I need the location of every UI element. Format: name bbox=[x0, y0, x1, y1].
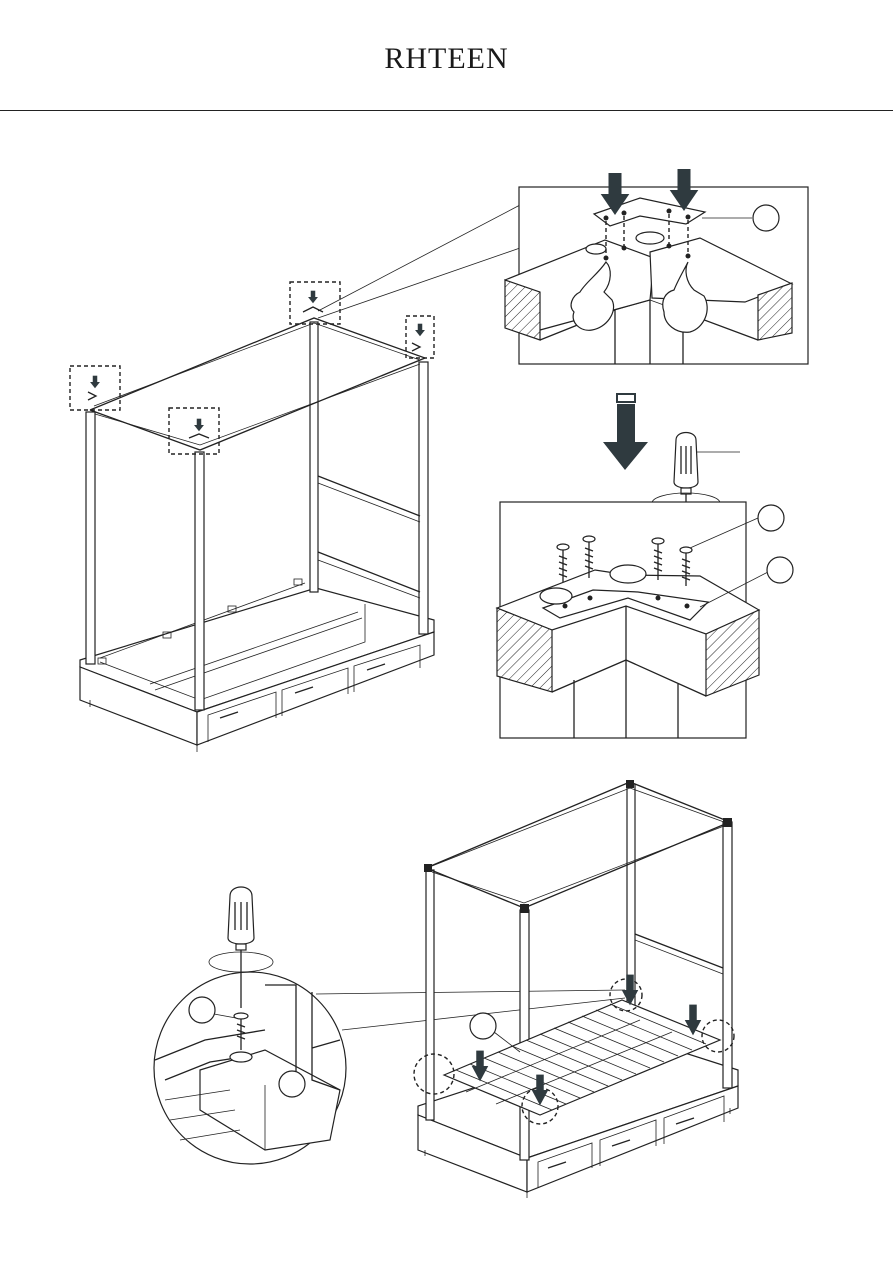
callout-circle-icon bbox=[758, 505, 784, 531]
down-arrow-icon bbox=[194, 419, 204, 432]
corner-callout-box bbox=[406, 316, 434, 358]
corner-bracket-placement-detail bbox=[505, 169, 808, 364]
corner-bracket-screw-detail bbox=[497, 502, 793, 738]
down-arrow-icon bbox=[415, 324, 425, 337]
corner-callout-box bbox=[169, 408, 219, 454]
bed-with-slats bbox=[414, 780, 738, 1198]
callout-circle-icon bbox=[279, 1071, 305, 1097]
down-arrow-icon bbox=[308, 291, 318, 304]
callout-circle-icon bbox=[189, 997, 215, 1023]
down-arrow-icon bbox=[90, 376, 100, 389]
step-arrow bbox=[603, 394, 648, 470]
canopy-frame-top-corners bbox=[70, 205, 520, 752]
callout-circle-icon bbox=[753, 205, 779, 231]
callout-circle-icon bbox=[470, 1013, 496, 1039]
callout-circle-icon bbox=[767, 557, 793, 583]
